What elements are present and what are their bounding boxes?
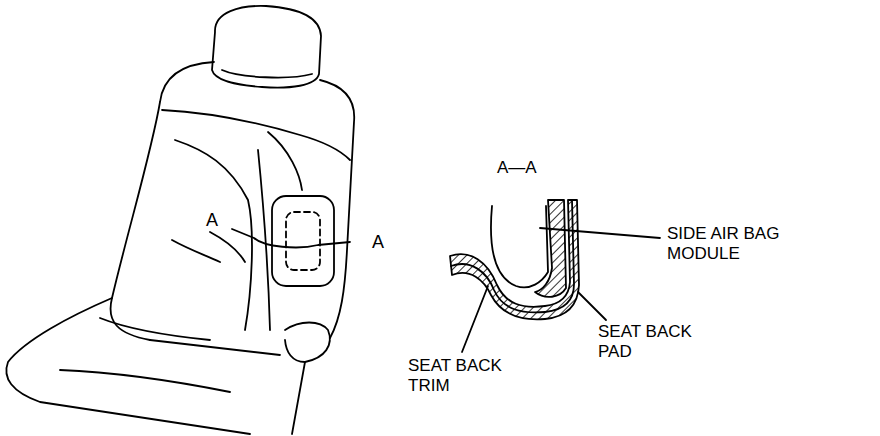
section-mark: A: [206, 210, 218, 230]
part-label: SIDE AIR BAG MODULE: [667, 224, 797, 264]
section-mark: A: [372, 232, 384, 252]
part-label: SEAT BACK TRIM: [408, 356, 508, 396]
section-title: A—A: [497, 158, 537, 178]
part-label: SEAT BACK PAD: [598, 322, 698, 362]
